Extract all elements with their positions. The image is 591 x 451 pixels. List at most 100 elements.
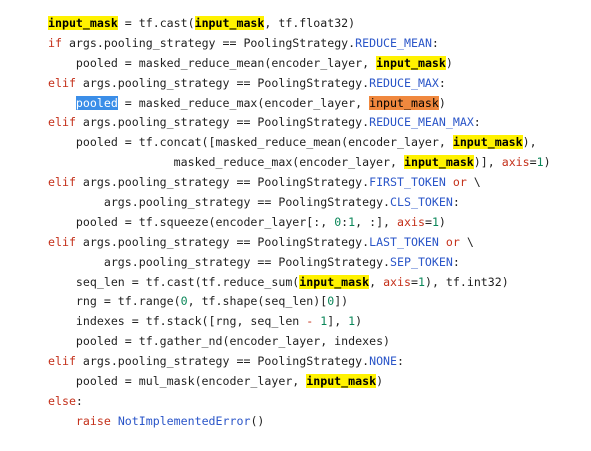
highlighted-occurrence: input_mask — [452, 135, 523, 150]
number-token: 0 — [327, 294, 335, 309]
code-token: axis — [501, 155, 530, 170]
code-token: , — [369, 274, 384, 289]
code-line[interactable]: args.pooling_strategy == PoolingStrategy… — [48, 193, 551, 213]
code-indent — [48, 215, 76, 229]
code-token: : — [431, 35, 439, 50]
code-token: : — [473, 115, 481, 130]
code-line[interactable]: else: — [48, 392, 551, 412]
code-token: args.pooling_strategy == PoolingStrategy… — [75, 354, 370, 369]
code-token: pooled = mul_mask(encoder_layer, — [75, 374, 307, 389]
number-token: 1 — [348, 214, 356, 229]
code-token: , tf.shape(seq_len)[ — [187, 294, 328, 309]
highlighted-occurrence: input_mask — [299, 274, 370, 289]
current-occurrence: input_mask — [369, 95, 439, 110]
code-line[interactable]: elif args.pooling_strategy == PoolingStr… — [48, 113, 551, 133]
keyword-token: elif — [48, 115, 76, 130]
code-token: args.pooling_strategy == PoolingStrategy… — [75, 175, 370, 190]
highlighted-occurrence: input_mask — [48, 16, 118, 30]
code-line[interactable]: indexes = tf.stack([rng, seq_len - 1], 1… — [48, 312, 551, 332]
code-token: )], — [473, 155, 502, 170]
keyword-token: elif — [48, 175, 76, 190]
keyword-token: or — [445, 234, 460, 249]
code-token: \ — [459, 234, 474, 249]
code-line[interactable]: pooled = masked_reduce_max(encoder_layer… — [48, 94, 551, 114]
code-line[interactable]: if args.pooling_strategy == PoolingStrat… — [48, 34, 551, 54]
code-token: ) — [445, 55, 453, 70]
code-token: , tf.float32) — [264, 16, 356, 30]
code-token: args.pooling_strategy == PoolingStrategy… — [61, 35, 356, 50]
code-line[interactable]: pooled = tf.squeeze(encoder_layer[:, 0:1… — [48, 213, 551, 233]
code-line[interactable]: pooled = masked_reduce_mean(encoder_laye… — [48, 54, 551, 74]
highlighted-occurrence: input_mask — [376, 55, 446, 70]
code-token: () — [250, 413, 265, 428]
keyword-token: if — [48, 35, 62, 50]
code-token: args.pooling_strategy == PoolingStrategy… — [75, 115, 370, 130]
highlighted-occurrence: input_mask — [403, 155, 474, 170]
code-token: : — [75, 393, 83, 408]
code-indent — [48, 255, 104, 269]
code-token: args.pooling_strategy == PoolingStrategy… — [75, 234, 370, 249]
code-token — [446, 175, 453, 189]
code-line[interactable]: masked_reduce_max(encoder_layer, input_m… — [48, 153, 551, 173]
code-line[interactable]: raise NotImplementedError() — [48, 412, 551, 432]
keyword-token: - — [306, 314, 314, 329]
number-token: 1 — [536, 155, 544, 170]
keyword-token: elif — [48, 75, 76, 90]
code-indent — [48, 414, 76, 428]
code-indent — [48, 56, 76, 70]
keyword-token: or — [452, 175, 467, 190]
code-token: ]) — [334, 294, 349, 309]
constant-token: REDUCE_MAX — [369, 75, 439, 90]
number-token: 1 — [320, 314, 328, 329]
highlighted-occurrence: input_mask — [194, 16, 265, 30]
code-token: = masked_reduce_max(encoder_layer, — [117, 95, 370, 110]
code-token: ), tf.int32) — [424, 274, 509, 289]
code-line[interactable]: seq_len = tf.cast(tf.reduce_sum(input_ma… — [48, 273, 551, 293]
constant-token: CLS_TOKEN — [390, 195, 453, 210]
code-token: : — [397, 354, 404, 369]
code-token — [439, 235, 446, 249]
number-token: 0 — [334, 214, 342, 229]
code-line[interactable]: input_mask = tf.cast(input_mask, tf.floa… — [48, 14, 551, 34]
code-token: : — [438, 75, 446, 90]
code-line[interactable]: elif args.pooling_strategy == PoolingStr… — [48, 233, 551, 253]
text-selection: pooled — [75, 95, 118, 110]
constant-token: REDUCE_MEAN — [355, 35, 432, 50]
code-line[interactable]: rng = tf.range(0, tf.shape(seq_len)[0]) — [48, 292, 551, 312]
code-token: args.pooling_strategy == PoolingStrategy… — [103, 254, 391, 269]
constant-token: LAST_TOKEN — [369, 234, 439, 249]
code-token: args.pooling_strategy == PoolingStrategy… — [75, 75, 370, 90]
code-line[interactable]: elif args.pooling_strategy == PoolingStr… — [48, 173, 551, 193]
code-content[interactable]: input_mask = tf.cast(input_mask, tf.floa… — [48, 14, 551, 432]
code-indent — [48, 195, 104, 209]
number-token: 1 — [348, 314, 356, 329]
keyword-token: elif — [48, 354, 76, 369]
number-token: 0 — [180, 294, 188, 309]
code-line[interactable]: elif args.pooling_strategy == PoolingStr… — [48, 74, 551, 94]
code-token: axis — [383, 274, 411, 289]
code-token: pooled = tf.concat([masked_reduce_mean(e… — [75, 135, 453, 150]
code-token: : — [341, 214, 349, 229]
code-indent — [48, 275, 76, 289]
keyword-token: else — [48, 393, 76, 408]
code-token: \ — [466, 175, 481, 190]
code-indent — [48, 374, 76, 388]
code-line[interactable]: elif args.pooling_strategy == PoolingStr… — [48, 352, 551, 372]
number-token: 1 — [417, 274, 425, 289]
code-token: = — [529, 155, 537, 170]
highlighted-occurrence: input_mask — [306, 374, 377, 389]
code-token: ) — [543, 155, 551, 170]
code-token: ) — [355, 314, 363, 329]
code-line[interactable]: pooled = mul_mask(encoder_layer, input_m… — [48, 372, 551, 392]
keyword-token: elif — [48, 234, 76, 249]
code-token: ) — [438, 95, 446, 110]
code-line[interactable]: args.pooling_strategy == PoolingStrategy… — [48, 253, 551, 273]
code-line[interactable]: pooled = tf.concat([masked_reduce_mean(e… — [48, 133, 551, 153]
code-line[interactable]: pooled = tf.gather_nd(encoder_layer, ind… — [48, 332, 551, 352]
number-token: 1 — [431, 214, 439, 229]
code-indent — [48, 96, 76, 110]
code-token — [111, 414, 118, 428]
code-indent — [48, 135, 76, 149]
code-token: : — [452, 254, 460, 269]
